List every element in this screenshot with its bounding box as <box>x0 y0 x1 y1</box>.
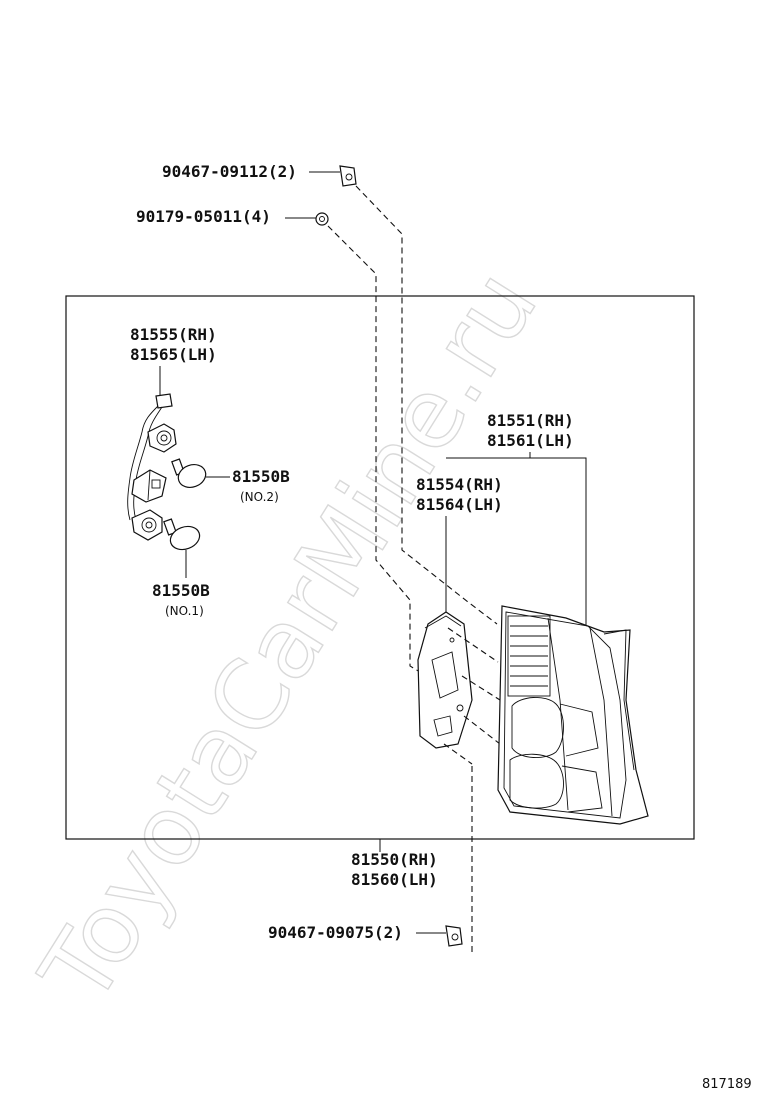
clip-bottom-group: 90467-09075(2) <box>268 766 473 956</box>
label-lamp-assy-lh[interactable]: 81560(LH) <box>351 870 438 889</box>
label-gasket-rh[interactable]: 81554(RH) <box>416 475 503 494</box>
figure-number: 817189 <box>702 1077 752 1092</box>
socket-wire-icon <box>127 393 177 541</box>
clip-top-group: 90467-09112(2) <box>162 162 498 625</box>
label-socket-wire-rh[interactable]: 81555(RH) <box>130 325 217 344</box>
label-bulb-no2[interactable]: 81550B <box>232 467 290 486</box>
label-clip-bottom[interactable]: 90467-09075(2) <box>268 923 403 942</box>
label-lens-body-rh[interactable]: 81551(RH) <box>487 411 574 430</box>
bulb-no2-group: 81550B (NO.2) <box>171 458 290 504</box>
watermark: ToyotaCarMine.ru <box>19 252 559 1023</box>
clip-top-icon <box>339 165 357 187</box>
nut-group: 90179-05011(4) <box>136 207 421 673</box>
bulb-no2-icon <box>171 458 207 488</box>
label-bulb-no2-note: (NO.2) <box>240 490 279 504</box>
socket-wire-group: 81555(RH) 81565(LH) <box>127 325 217 541</box>
nut-icon <box>315 212 329 226</box>
lens-body-group: 81551(RH) 81561(LH) <box>446 411 587 628</box>
gasket-icon <box>417 611 473 749</box>
tail-lamp-assembly <box>497 605 649 825</box>
label-nut[interactable]: 90179-05011(4) <box>136 207 271 226</box>
label-lamp-assy-rh[interactable]: 81550(RH) <box>351 850 438 869</box>
label-bulb-no1[interactable]: 81550B <box>152 581 210 600</box>
label-lens-body-lh[interactable]: 81561(LH) <box>487 431 574 450</box>
label-clip-top[interactable]: 90467-09112(2) <box>162 162 297 181</box>
lamp-assy-label-group: 81550(RH) 81560(LH) <box>351 839 438 889</box>
gasket-group: 81554(RH) 81564(LH) <box>416 475 503 765</box>
label-gasket-lh[interactable]: 81564(LH) <box>416 495 503 514</box>
label-socket-wire-lh[interactable]: 81565(LH) <box>130 345 217 364</box>
clip-bottom-icon <box>445 925 463 947</box>
label-bulb-no1-note: (NO.1) <box>165 604 204 618</box>
bulb-no1-icon <box>163 518 201 551</box>
bulb-no1-group: 81550B (NO.1) <box>152 518 210 618</box>
